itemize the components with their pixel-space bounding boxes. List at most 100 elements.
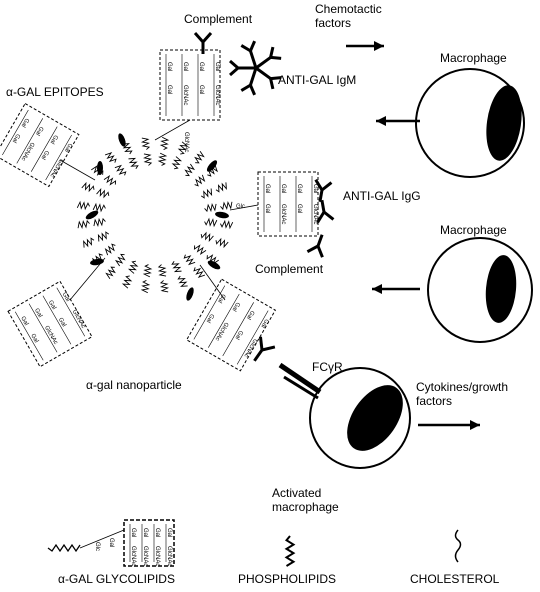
anti-gal-igm-label: ANTI-GAL IgM (278, 73, 357, 87)
epitope-bottom-right-box (185, 278, 277, 372)
igm-stalk-4 (249, 67, 258, 86)
lipid-2-0-0 (193, 244, 207, 256)
epitope-left-gal-a-3: Gal (63, 142, 73, 153)
macrophage-top (415, 68, 525, 178)
glycolipid-stem-3 (69, 257, 106, 301)
epitope-bottom-right-sugar-b-0: Gal (205, 313, 215, 324)
lipid-2-0-1 (183, 254, 196, 266)
legend-glcnac-3: GlcNAc (166, 546, 172, 566)
igm-arm-1 (240, 40, 258, 69)
nanoparticle-ring (76, 133, 234, 301)
lipid-4-1-1 (77, 219, 90, 230)
lipid-2-1-2 (177, 275, 188, 287)
complement-top-icon-arm-r (201, 32, 213, 43)
anti-gal-igg-label: ANTI-GAL IgG (343, 189, 421, 203)
igm-arm-2 (255, 46, 282, 70)
cholesterol-mark-5 (186, 287, 194, 301)
lipid-4-1-2 (76, 200, 90, 211)
lipid-0-1-1 (177, 141, 189, 155)
chemotactic-factors-label: Chemotactic factors (315, 2, 382, 30)
epitope-bottom-right-gal-a-3: Gal (259, 318, 269, 329)
igm-stalk-2 (255, 56, 272, 70)
nanoparticle-label: α-gal nanoparticle (86, 378, 182, 392)
lipid-3-1-3 (92, 253, 103, 266)
epitope-top-gal-a-1: Gal (182, 62, 188, 71)
epitope-bottom-left-gal-a-1: Gal (33, 308, 43, 319)
lipid-3-1-0 (140, 280, 151, 294)
epitope-bottom-right-bond-3 (236, 310, 269, 365)
igm-stalk-1 (249, 50, 258, 69)
macrophage-top-nucleus (486, 85, 522, 161)
epitope-right-gal-a-2: Gal (296, 184, 302, 193)
cholesterol-mark-2 (90, 258, 104, 266)
glycolipid-stem-0 (154, 119, 191, 141)
lipid-5-1-3 (140, 137, 151, 150)
activated-macrophage-nucleus (347, 385, 403, 451)
epitope-bottom-right-bond-1 (208, 293, 240, 348)
legend-cholesterol-icon (454, 529, 462, 563)
lipid-4-1-0 (83, 237, 95, 248)
fcgr-antibody-icon (253, 336, 276, 362)
epitope-left-bond-0 (2, 109, 29, 156)
macrophage-mid-membrane (427, 237, 533, 343)
arrow-to-macrophage-mid-head (372, 284, 382, 294)
complement-mid-icon-arm-r (306, 244, 319, 254)
lipid-5-0-2 (128, 157, 139, 170)
igg-icon-2-arm-l (323, 210, 335, 221)
igm-fl-4 (249, 84, 257, 96)
lipid-1-0-3 (200, 231, 214, 243)
fcgr-antibody-icon-stalk (253, 349, 264, 362)
lipid-5-0-1 (114, 164, 127, 176)
igg-icon-1-stalk (318, 189, 324, 203)
epitope-bottom-left-gal-a-0: Gal (19, 316, 29, 327)
legend-epitope-box (123, 519, 175, 567)
arrow-to-macrophage-top (376, 116, 420, 126)
cholesterol-mark-6 (85, 210, 99, 220)
legend-glcnac-2: GlcNAc (154, 546, 160, 566)
lipid-0-0-2 (184, 163, 196, 177)
epitope-bottom-left-bond-1 (28, 303, 58, 353)
igg-icon-2-arm-r (316, 211, 326, 224)
epitope-bottom-right-gal-a-2: Gal (245, 309, 255, 320)
macrophage-top-label: Macrophage (440, 51, 507, 65)
legend-gal-1: Gal (142, 528, 148, 537)
epitope-top-gal-a-3: Gal (214, 62, 220, 71)
epitope-top-sugar-b-2: Gal (198, 85, 204, 94)
igm-arm-0 (229, 59, 256, 77)
cholesterol-mark-0 (97, 161, 103, 175)
lipid-4-0-2 (92, 202, 106, 213)
cytokines-label: Cytokines/growth factors (416, 380, 509, 408)
lipid-4-0-3 (96, 187, 110, 199)
cholesterol-mark-7 (215, 211, 229, 219)
epitope-right-box (257, 171, 319, 237)
igm-fl-0 (229, 66, 239, 77)
lipid-4-1-3 (81, 181, 95, 193)
legend-gal-1: Gal (108, 538, 114, 547)
lipid-5-0-0 (103, 174, 117, 186)
macrophage-mid-label: Macrophage (440, 223, 507, 237)
igg-icon-2 (316, 199, 335, 224)
epitope-left-bond-3 (45, 134, 72, 181)
igm-fr-3 (269, 78, 275, 90)
lipid-4-0-1 (93, 217, 106, 227)
epitope-left-box (0, 102, 80, 188)
igm-stalk-3 (255, 66, 272, 80)
igg-icon-1-arm-r (321, 181, 333, 192)
lipid-1-1-1 (220, 200, 233, 211)
stem-top-glcnac: GlcNAc (183, 132, 189, 152)
epitope-left-gal-a-0: Gal (20, 117, 30, 128)
lipid-2-1-1 (193, 267, 206, 278)
cholesterol-mark-3 (207, 260, 221, 270)
glycolipid-stem-4 (199, 264, 226, 301)
epitope-bottom-right-sugar-b-3: GlcNAc (242, 338, 257, 359)
lipid-2-1-3 (159, 280, 170, 293)
fcgr-receptor-1 (278, 362, 322, 395)
igg-icon-2-stalk (320, 199, 326, 213)
epitope-left-sugar-b-2: Gal (40, 149, 50, 160)
lipid-3-0-0 (142, 264, 153, 278)
epitope-left-gal-a-1: Gal (34, 125, 44, 136)
